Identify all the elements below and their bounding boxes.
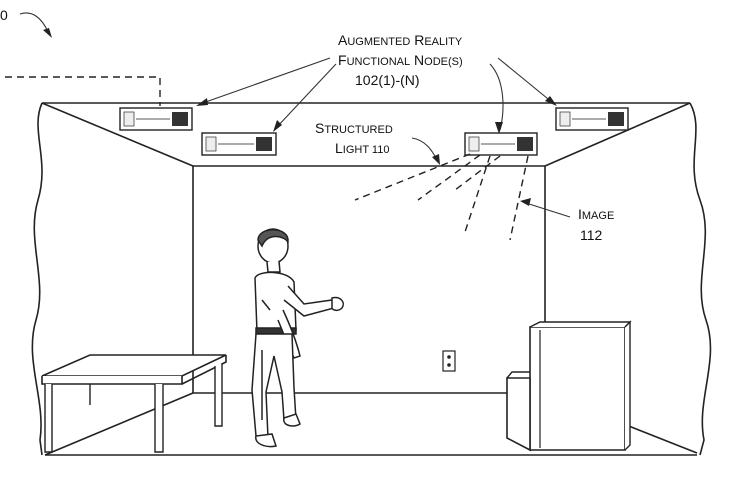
right-wavy-cut — [689, 102, 712, 456]
leader-arrowhead-structured — [432, 154, 440, 165]
leader-arrowhead-image — [520, 198, 531, 206]
label-ar-nodes-line3: 102(1)-(N) — [355, 72, 420, 88]
leader-arrowhead-3 — [495, 122, 503, 134]
figure-ref-arrow — [19, 12, 49, 33]
label-structured-line2: LIGHT 110 — [335, 140, 389, 156]
ar-node-2 — [201, 132, 277, 156]
label-ar-nodes-line1: AUGMENTED REALITY — [338, 32, 463, 48]
structured-light-beams — [354, 153, 529, 241]
leader-image — [525, 202, 571, 218]
node-connection-dashed-line — [5, 76, 161, 106]
ar-node-4 — [555, 107, 629, 131]
wall-outlet — [442, 350, 456, 372]
ceiling-right-edge — [544, 102, 691, 167]
floor-left-edge — [44, 392, 194, 456]
leader-ar-node-3 — [489, 63, 504, 131]
leader-ar-node-4 — [497, 57, 554, 104]
table — [41, 354, 227, 453]
ceiling-left-edge — [41, 102, 194, 167]
leader-arrowhead-4 — [545, 96, 557, 106]
label-structured-line1: STRUCTURED — [315, 120, 393, 136]
label-image-line1: IMAGE — [578, 206, 614, 222]
leader-arrowhead-1 — [196, 98, 208, 106]
figure-ref-arrowhead — [43, 28, 52, 38]
left-wavy-cut — [31, 102, 43, 456]
box-stand — [506, 320, 632, 452]
person — [251, 228, 344, 448]
leader-ar-node-1 — [199, 57, 331, 105]
ar-node-1 — [119, 107, 193, 131]
figure-ref-number: 0 — [0, 7, 8, 23]
back-wall — [192, 165, 546, 394]
leader-arrowhead-2 — [273, 120, 282, 132]
label-ar-nodes-line2: FUNCTIONAL NODE(S) — [338, 52, 463, 68]
ar-node-3 — [464, 132, 538, 156]
leader-ar-node-2 — [275, 63, 337, 129]
label-image-line2: 112 — [580, 227, 603, 243]
